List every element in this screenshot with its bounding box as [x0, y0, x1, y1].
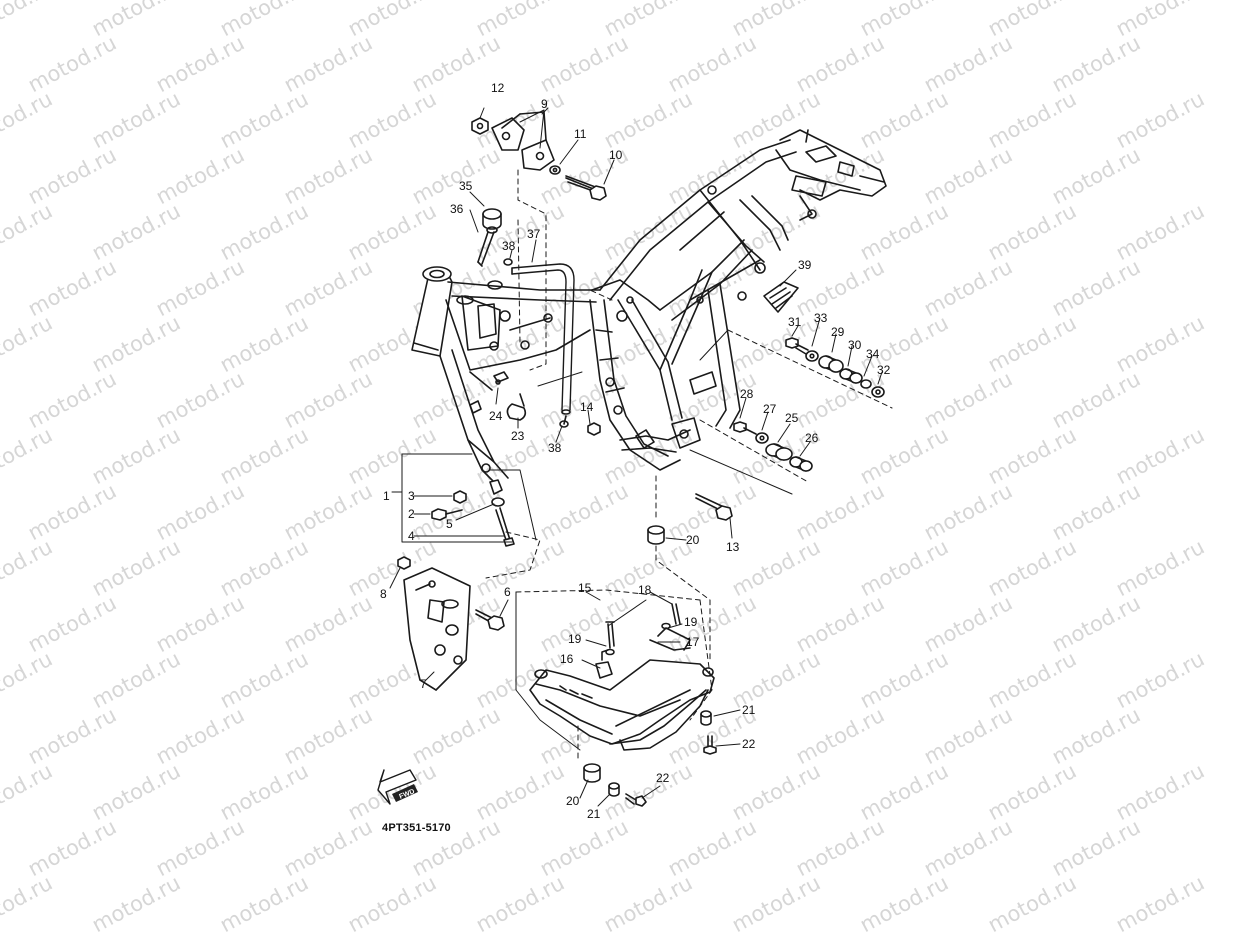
engine-mount-bracket	[491, 111, 555, 171]
bolt-28	[733, 421, 757, 435]
callout-32: 32	[877, 363, 891, 377]
clamp-23	[506, 393, 527, 421]
callout-19-right: 19	[684, 615, 698, 629]
rear-subframe	[599, 139, 797, 429]
callout-17: 17	[686, 635, 700, 649]
damper-20-lower	[583, 763, 601, 783]
callout-21-lower: 21	[587, 807, 601, 821]
side-plate	[403, 567, 471, 691]
upper-frame-rails	[445, 280, 601, 391]
callout-20-lower: 20	[566, 794, 580, 808]
bush-25	[765, 443, 793, 461]
washer-27	[755, 432, 769, 444]
adjuster-assembly	[431, 479, 515, 547]
callout-12: 12	[491, 81, 505, 95]
callout-35: 35	[459, 179, 473, 193]
callout-31: 31	[788, 315, 802, 329]
callout-18: 18	[638, 583, 652, 597]
callout-5: 5	[446, 517, 453, 531]
collar-26	[789, 456, 813, 472]
steering-head	[411, 266, 453, 357]
washer-33	[805, 350, 819, 362]
callout-20-upper: 20	[686, 533, 700, 547]
callout-30: 30	[848, 338, 862, 352]
bolt-31	[785, 337, 809, 355]
callout-26: 26	[805, 431, 819, 445]
callout-23: 23	[511, 429, 525, 443]
bolt-18	[605, 603, 681, 649]
callout-8: 8	[380, 587, 387, 601]
nut-32	[871, 386, 885, 398]
nut-14	[587, 422, 601, 436]
bolt-6	[475, 609, 505, 631]
callout-19-left: 19	[568, 632, 582, 646]
callout-15: 15	[578, 581, 592, 595]
fwd-arrow: FWD	[377, 769, 418, 805]
callout-38-upper: 38	[502, 239, 516, 253]
callout-39: 39	[798, 258, 812, 272]
breather-hose	[511, 263, 575, 425]
reference-lines	[389, 107, 893, 807]
filler-cap	[477, 208, 502, 267]
callout-29: 29	[831, 325, 845, 339]
callout-28: 28	[740, 387, 754, 401]
callout-27: 27	[763, 402, 777, 416]
callout-11: 11	[574, 127, 587, 141]
callout-3: 3	[408, 489, 415, 503]
clamp-38	[503, 258, 569, 428]
callout-9: 9	[541, 97, 548, 111]
callout-14: 14	[580, 400, 594, 414]
callout-34: 34	[866, 347, 880, 361]
callout-21-right: 21	[742, 703, 756, 717]
callout-33: 33	[814, 311, 828, 325]
callout-13: 13	[726, 540, 740, 554]
bolt-13	[695, 493, 733, 521]
seat-rail-end	[775, 129, 887, 221]
collar-30	[839, 368, 863, 384]
callout-16: 16	[560, 652, 574, 666]
callout-22-right: 22	[742, 737, 756, 751]
callout-4: 4	[408, 529, 415, 543]
callout-24: 24	[489, 409, 503, 423]
collar-21	[608, 710, 712, 797]
diagram-code: 4PT351-5170	[382, 822, 451, 834]
washer-11	[549, 165, 561, 175]
washer-34	[860, 379, 872, 389]
bolt-10	[565, 175, 607, 201]
nut-12	[471, 117, 489, 135]
callout-38-lower: 38	[548, 441, 562, 455]
callout-6: 6	[504, 585, 511, 599]
clip-24	[493, 371, 509, 385]
skid-plate	[529, 627, 715, 751]
bush-29	[818, 355, 844, 373]
washer-19	[605, 622, 671, 656]
pad-39	[763, 281, 799, 313]
damper-20-upper	[647, 525, 665, 545]
callout-22-lower: 22	[656, 771, 670, 785]
callout-1: 1	[383, 489, 390, 503]
callout-10: 10	[609, 148, 623, 162]
bolt-8	[397, 556, 411, 570]
callout-36: 36	[450, 202, 464, 216]
callout-2: 2	[408, 507, 415, 521]
callout-37: 37	[527, 227, 541, 241]
callout-25: 25	[785, 411, 799, 425]
callout-7: 7	[420, 677, 427, 691]
bolt-22	[625, 735, 717, 807]
